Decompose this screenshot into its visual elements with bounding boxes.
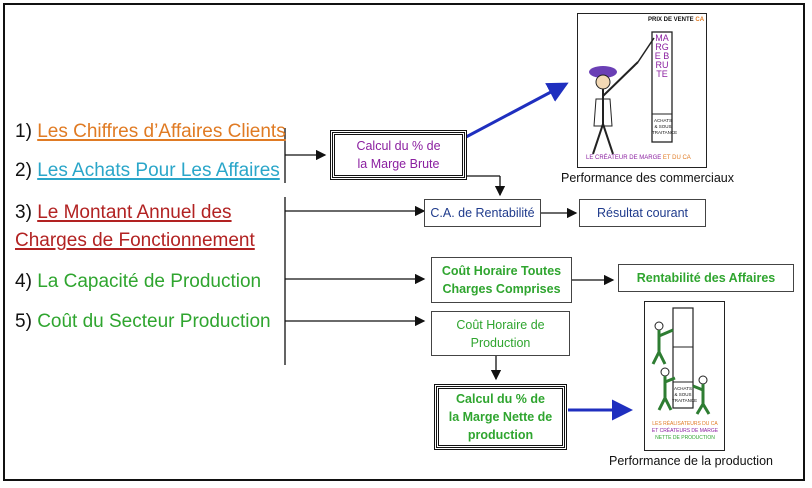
- list-item-chiffres-affaires: 1) Les Chiffres d’Affaires Clients: [15, 121, 286, 142]
- commercial-drawing: [589, 31, 673, 155]
- label-marge-brute-vertical: MARGE BRUTE: [654, 33, 670, 79]
- label-realisateurs: LES RÉALISATEURS DU CA ET CRÉATEURS DE M…: [651, 421, 719, 441]
- label-createur-marge: LE CRÉATEUR DE MARGE ET DU CA: [586, 155, 691, 161]
- list-item-capacite: 4) La Capacité de Production: [15, 271, 262, 292]
- box-resultat-courant: Résultat courant: [579, 199, 706, 227]
- item-label: Le Montant Annuel des: [37, 202, 232, 223]
- list-item-montant-charges: 3) Le Montant Annuel des: [15, 202, 232, 223]
- item-label: Charges de Fonctionnement: [15, 230, 255, 251]
- item-label: Coût du Secteur Production: [37, 311, 271, 332]
- item-label: Les Achats Pour Les Affaires: [37, 160, 280, 181]
- caption-commerciaux: Performance des commerciaux: [561, 171, 734, 185]
- list-item-montant-charges-line2: Charges de Fonctionnement: [15, 229, 255, 253]
- illustration-commerciaux: PRIX DE VENTE CA MARGE BRUTE ACHATS & SO…: [577, 13, 707, 168]
- item-label: La Capacité de Production: [37, 271, 262, 292]
- production-drawing: [651, 307, 711, 415]
- caption-production: Performance de la production: [609, 454, 773, 468]
- list-item-cout-secteur: 5) Coût du Secteur Production: [15, 311, 271, 332]
- label-achats-sous-traitance-prod: ACHATS & SOUS TRAITANCE: [672, 386, 698, 403]
- box-rentabilite-affaires: Rentabilité des Affaires: [618, 264, 794, 292]
- label-prix-vente: PRIX DE VENTE CA: [648, 17, 705, 23]
- illustration-production: ACHATS & SOUS TRAITANCE LES RÉALISATEURS…: [644, 301, 725, 451]
- list-item-achats: 2) Les Achats Pour Les Affaires: [15, 160, 280, 181]
- box-ca-rentabilite: C.A. de Rentabilité: [424, 199, 541, 227]
- label-achats-sous-traitance: ACHATS & SOUS TRAITANCE: [652, 118, 678, 135]
- item-label: Les Chiffres d’Affaires Clients: [37, 121, 286, 142]
